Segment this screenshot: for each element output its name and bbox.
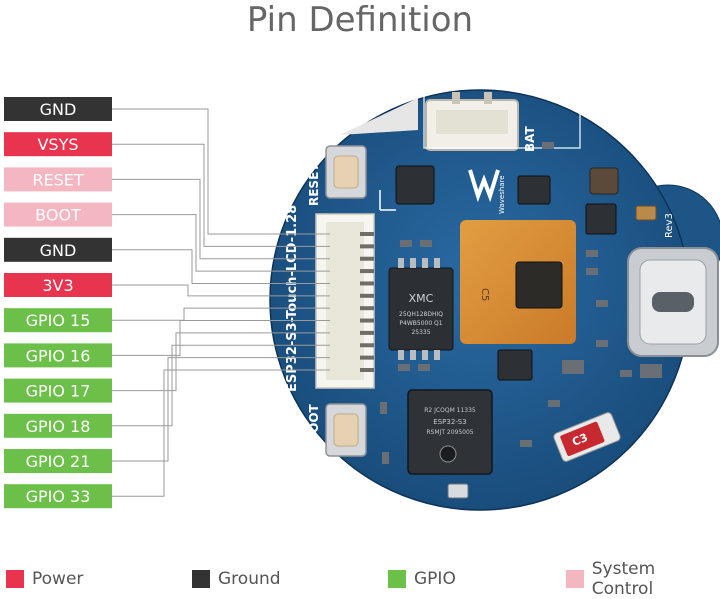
pcb-board [269,83,720,511]
pin-label-box [4,449,112,473]
ic-u1 [395,165,435,205]
fpc-pin [360,244,374,249]
pin-label-box [4,237,112,262]
usb-c-port-icon [627,247,719,357]
cap-icon [635,205,657,221]
legend-label: Power [32,569,84,589]
page-title: Pin Definition [246,0,474,40]
flash-text-4: 25335 [411,329,430,336]
fpc-pin [360,293,374,298]
ic-u4 [585,203,617,235]
pin-label-box [4,202,112,227]
pin-label-box [4,132,112,157]
legend-swatch [192,570,210,588]
reset-button [325,145,367,199]
boot-button [325,403,367,457]
ic-u3 [517,175,551,205]
c5-label: C5 [479,288,490,301]
pin-connection-lines [112,108,330,497]
fpc-pin [360,269,374,274]
fpc-pin [360,281,374,286]
bat-label: BAT [523,125,537,152]
pin-connection-line [112,143,330,247]
pin-connection-line [112,307,330,321]
fpc-pin [360,355,374,360]
chip-text-3: RSMJT 2095005 [426,429,473,436]
pin-connection-line [112,108,330,235]
fpc-pin [360,330,374,335]
rev-label: Rev3 [664,213,675,238]
display-ribbon [460,220,576,344]
pin-connection-line [112,369,330,497]
pin-label-text: RESET [32,170,83,189]
legend-label: System Control [591,559,656,599]
boot-label: BOOT [307,403,321,442]
axis-icon [379,190,396,211]
legend-swatch [388,570,406,588]
pin-label-text: 3V3 [42,276,73,295]
pin-connection-line [112,178,330,260]
pin-label-text: VSYS [37,135,78,154]
fpc-pin [360,256,374,261]
flash-text-3: P4WB5000 Q1 [399,320,442,327]
fpc-pin [360,368,374,372]
pin-label-text: GPIO 17 [26,382,91,401]
pin-label-box [4,413,112,438]
pin-connection-line [112,284,330,297]
legend-label: GPIO [414,569,456,589]
legend-swatch [6,570,24,588]
pin-connection-line [112,320,330,356]
pin-label-text: BOOT [35,206,81,225]
pin-label-text: GPIO 16 [26,346,91,365]
reset-label: RESET [307,163,321,206]
legend-item-system: System Control [566,559,720,599]
legend-swatch [566,570,584,588]
pin-label-text: GPIO 15 [26,311,91,330]
pin-label-box [4,167,112,192]
pin-label-box [4,308,112,333]
pin-label-text: GPIO 33 [26,487,91,506]
pin-label-box [4,273,112,297]
waveshare-logo [468,169,500,203]
c3-label: C3 [570,431,589,449]
ic-u2 [497,349,533,381]
pin-label-box [4,343,112,368]
board-name: ESP32-S3-Touch-LCD-1.28 [285,205,300,392]
chip-text-1: ESP32-S3 [433,418,466,426]
passive-components [380,142,662,464]
sensor-icon [589,167,619,195]
led-icon [447,483,469,499]
pin-label-box [4,484,112,509]
pin-label-text: GND [40,100,77,119]
fpc-connector-icon [315,213,375,389]
pin-label-text: GPIO 18 [26,417,91,436]
c3-component [553,412,621,462]
legend-item-power: Power [6,566,83,592]
fpc-pin [360,232,374,236]
pin-connection-line [112,214,330,272]
flash-text-2: 25QH128DHIQ [399,311,443,318]
fpc-pin [360,343,374,348]
pin-connection-line [112,249,330,284]
brand-label: Waveshare [498,175,506,214]
pin-connection-line [112,357,330,462]
flash-text-1: XMC [409,292,434,305]
pin-label-text: GND [40,241,77,260]
pin-connection-line [112,344,330,427]
flash-chip-icon [388,258,454,360]
battery-connector-icon [425,92,519,151]
legend-label: Ground [218,569,281,589]
pin-label-text: GPIO 21 [26,452,91,471]
pin-connection-line [112,332,330,392]
pin-diagram: ESP32-S3-Touch-LCD-1.28 RESET BOOT BAT W… [4,83,720,511]
fpc-pin [360,306,374,311]
pin-label-box [4,378,112,403]
legend-item-ground: Ground [192,566,281,592]
pin-label-box [4,97,112,121]
chip-text-2: R2 JCOQM 11335 [424,407,476,414]
esp32-chip-icon [407,389,493,475]
legend-item-gpio: GPIO [388,566,456,592]
fpc-pin [360,318,374,323]
